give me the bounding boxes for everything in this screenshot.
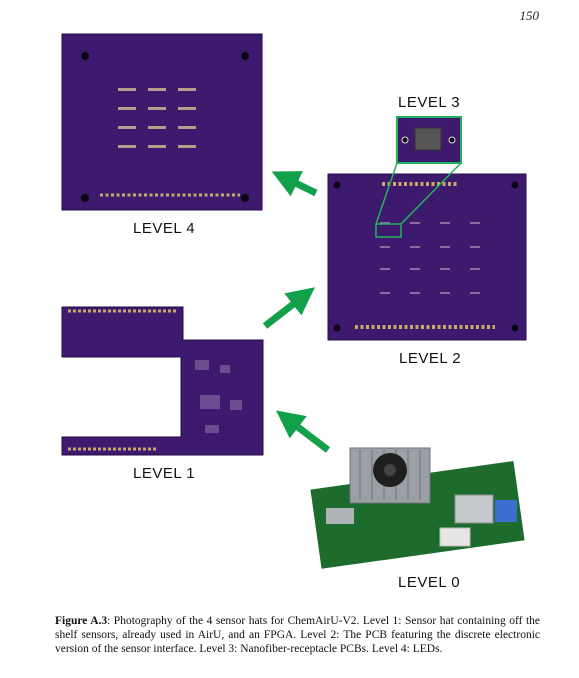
level3-label: LEVEL 3 xyxy=(398,94,461,111)
level0-label: LEVEL 0 xyxy=(398,574,461,591)
level4-label: LEVEL 4 xyxy=(133,220,196,237)
level4-pcb-image xyxy=(61,33,263,211)
arrow-level2-to-level4 xyxy=(271,171,318,197)
level3-pcb-image xyxy=(396,116,462,164)
arrow-level1-to-level2 xyxy=(262,287,315,329)
arrow-level0-to-level1 xyxy=(275,410,331,453)
figure-label: Figure A.3 xyxy=(55,615,108,627)
level2-pcb-image xyxy=(327,173,527,341)
figure-caption: Figure A.3: Photography of the 4 sensor … xyxy=(55,614,540,656)
level0-board-photo xyxy=(310,447,525,569)
level1-label: LEVEL 1 xyxy=(133,465,196,482)
level1-pcb-image xyxy=(61,306,264,456)
level2-label: LEVEL 2 xyxy=(399,350,462,367)
page-number: 150 xyxy=(519,8,540,23)
caption-text: : Photography of the 4 sensor hats for C… xyxy=(55,615,540,655)
